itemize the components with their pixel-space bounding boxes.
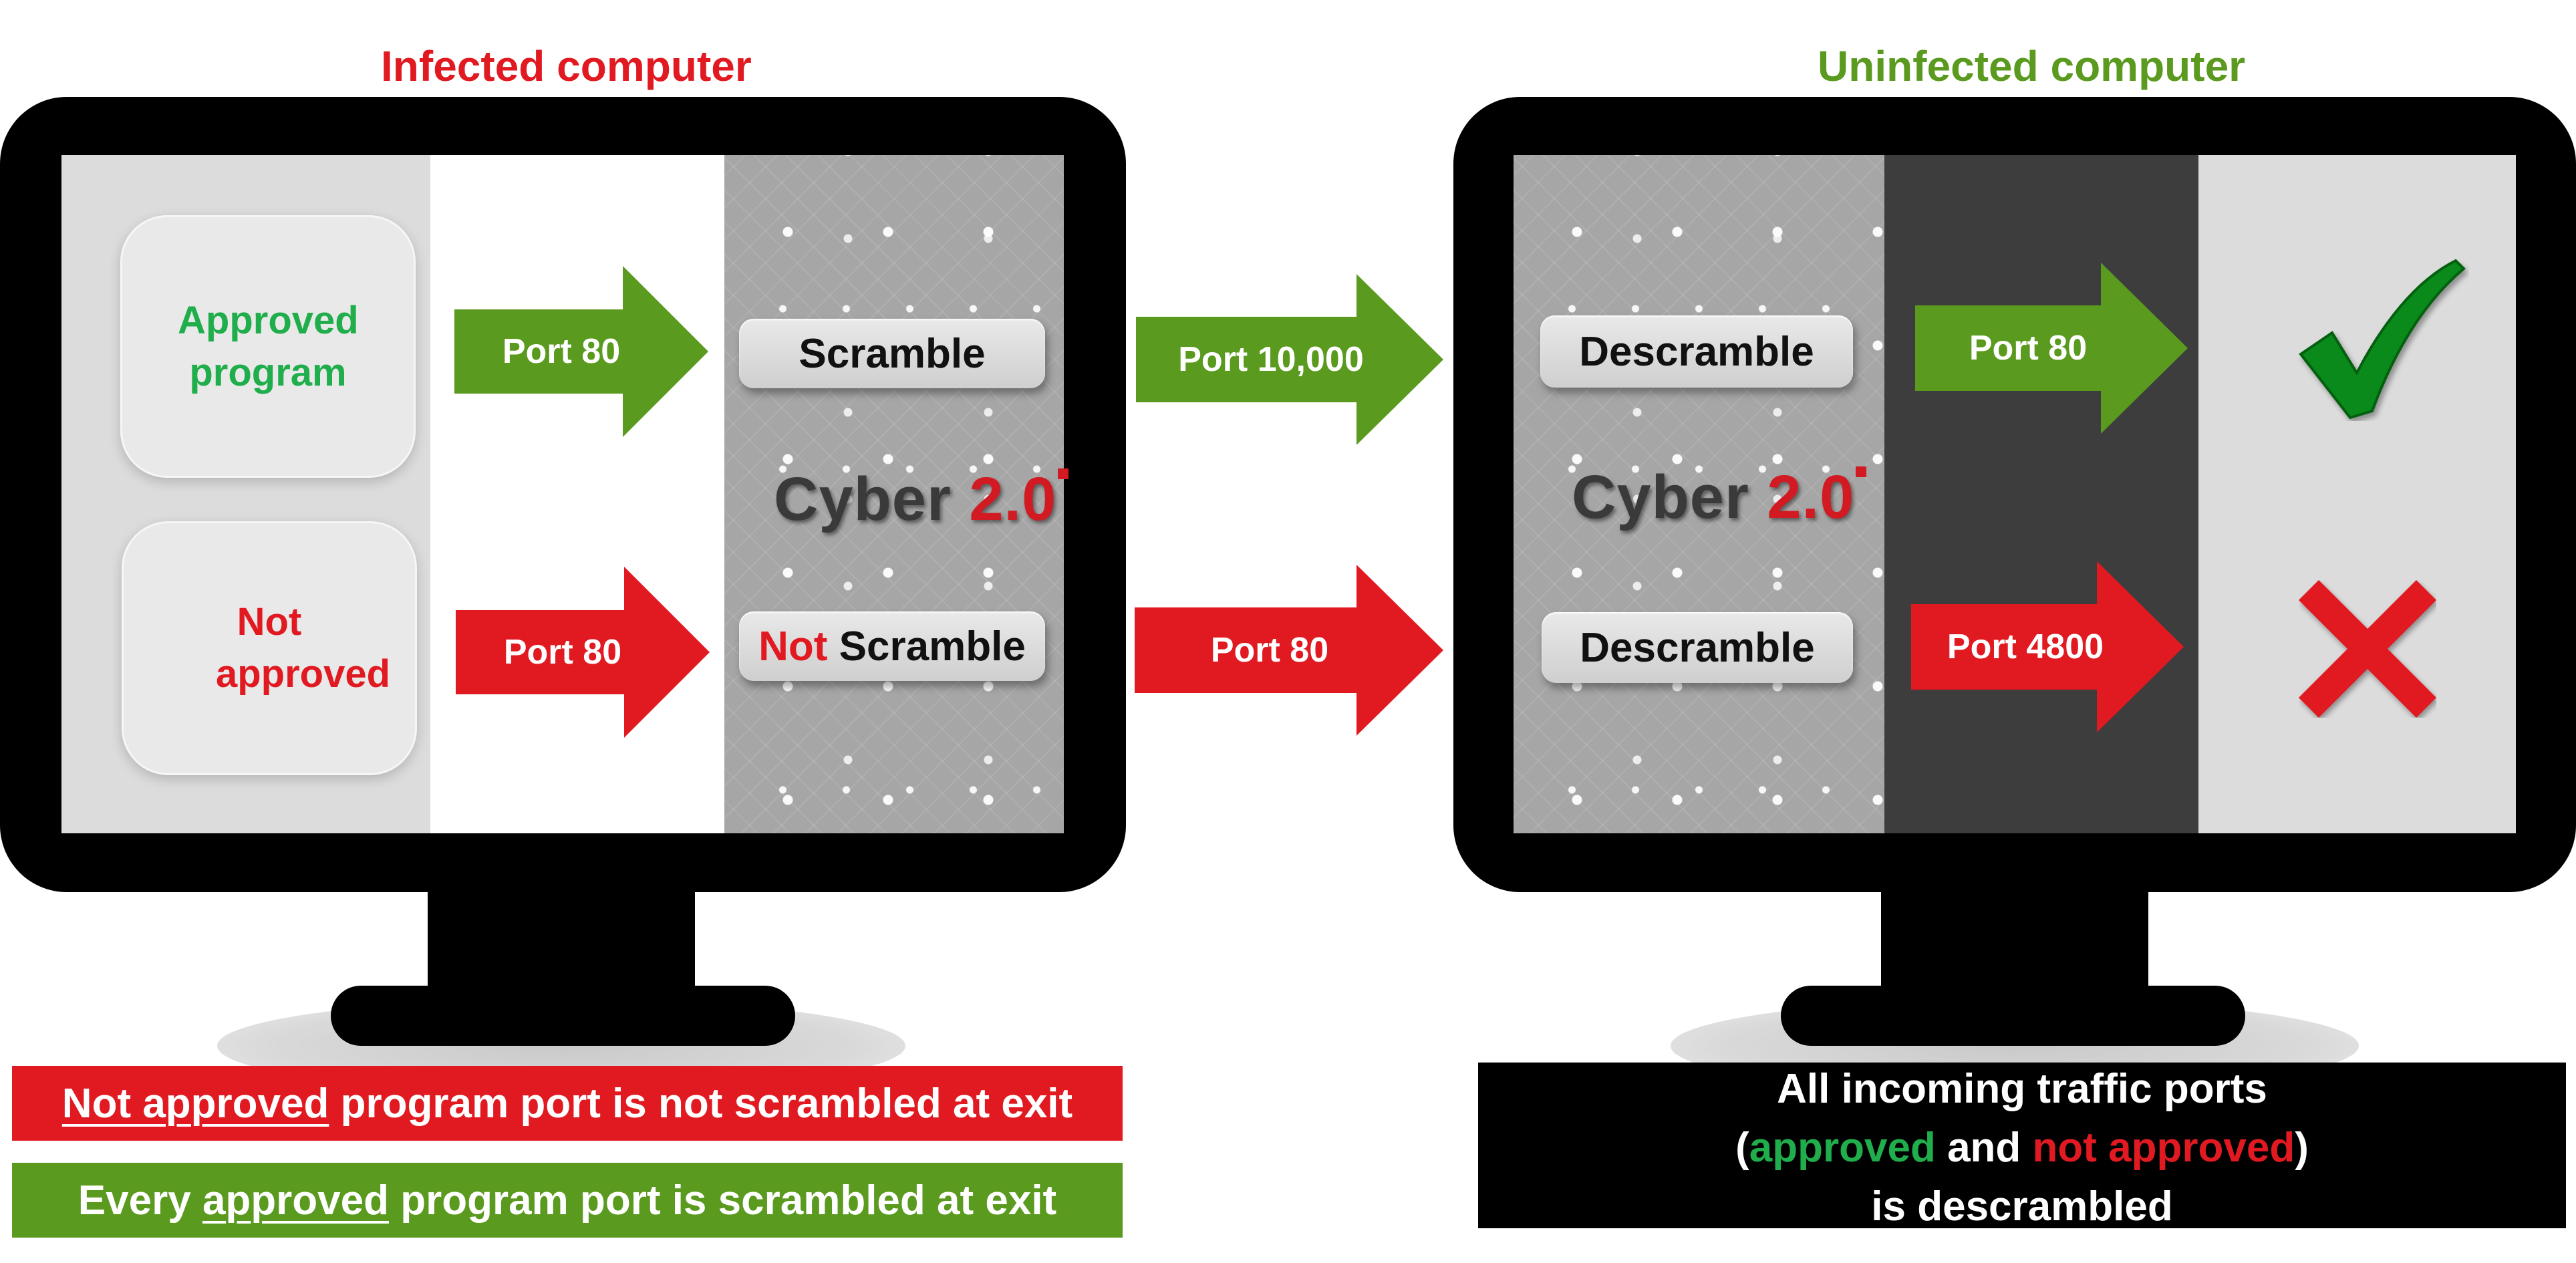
middle-port-10000-green-arrow — [1136, 274, 1443, 445]
not-approved-banner-underlined: Not approved — [61, 1080, 329, 1127]
approved-banner-underlined: approved — [202, 1177, 390, 1224]
middle-port-80-red-arrow — [1135, 565, 1443, 736]
right-cyber-logo-dot — [1856, 466, 1867, 477]
right-port-4800-red-arrow — [1911, 561, 2184, 732]
approved-banner: Every approved program port is scrambled… — [12, 1163, 1123, 1238]
info-line-3: is descrambled — [1871, 1183, 2173, 1230]
incoming-traffic-info-box: All incoming traffic ports (approved and… — [1478, 1063, 2566, 1230]
descramble-bottom-label: Descramble — [1542, 612, 1853, 683]
left-port-80-red-arrow — [456, 567, 710, 738]
approved-banner-rest: program port is scrambled at exit — [389, 1177, 1057, 1224]
left-port-80-green-arrow — [454, 266, 708, 437]
info-line-2: (approved and not approved) — [1478, 1119, 2566, 1177]
right-cyber-logo: Cyber 2.0 — [1572, 462, 1867, 533]
right-port-4800-red-label: Port 4800 — [1947, 627, 2104, 666]
not-scramble-red-word: Not — [758, 623, 828, 670]
not-scramble-label: Not Scramble — [739, 611, 1045, 681]
info-open-paren: ( — [1735, 1125, 1749, 1171]
approved-banner-start: Every — [78, 1177, 202, 1224]
not-approved-banner-rest: program port is not scrambled at exit — [329, 1080, 1073, 1127]
descramble-top-label: Descramble — [1540, 315, 1853, 388]
not-approved-banner: Not approved program port is not scrambl… — [12, 1066, 1123, 1141]
info-not-approved: not approved — [2032, 1125, 2295, 1171]
left-cyber-logo: Cyber 2.0 — [774, 464, 1069, 535]
right-monitor-screen — [1514, 155, 2516, 833]
left-monitor-foot — [331, 986, 795, 1046]
left-port-80-red-label: Port 80 — [503, 633, 622, 672]
left-cyber-logo-dot — [1058, 468, 1069, 479]
middle-port-10000-label: Port 10,000 — [1178, 340, 1364, 379]
right-cyber-logo-number: 2.0 — [1767, 463, 1855, 531]
info-close-paren: ) — [2295, 1125, 2309, 1171]
scramble-label: Scramble — [739, 319, 1045, 388]
right-port-80-green-arrow — [1915, 263, 2188, 434]
left-cyber-logo-text: Cyber — [774, 465, 970, 533]
not-approved-program-box: Not approved — [122, 521, 417, 775]
info-line-1: All incoming traffic ports — [1777, 1066, 2267, 1112]
right-monitor-foot — [1781, 986, 2245, 1046]
left-cyber-logo-number: 2.0 — [969, 465, 1057, 533]
x-icon — [2299, 580, 2436, 718]
right-cyber-logo-text: Cyber — [1572, 463, 1767, 531]
info-and: and — [1935, 1125, 2033, 1171]
ports-panel — [430, 155, 724, 833]
left-port-80-green-label: Port 80 — [502, 332, 621, 371]
approved-program-box: Approved program — [120, 215, 416, 478]
right-port-80-green-label: Port 80 — [1969, 329, 2088, 368]
middle-port-80-label: Port 80 — [1210, 631, 1329, 670]
info-approved: approved — [1749, 1125, 1936, 1171]
inner-ports-panel — [1884, 155, 2198, 833]
infected-computer-title: Infected computer — [381, 42, 752, 90]
not-scramble-rest: Scramble — [827, 623, 1026, 670]
cyber-scramble-panel — [724, 155, 1064, 833]
approved-program-label: Approved program — [178, 298, 359, 394]
checkmark-icon — [2299, 259, 2466, 420]
cyber-descramble-panel — [1514, 155, 1884, 833]
not-approved-program-label: Not approved — [216, 600, 391, 696]
uninfected-computer-title: Uninfected computer — [1818, 42, 2246, 90]
